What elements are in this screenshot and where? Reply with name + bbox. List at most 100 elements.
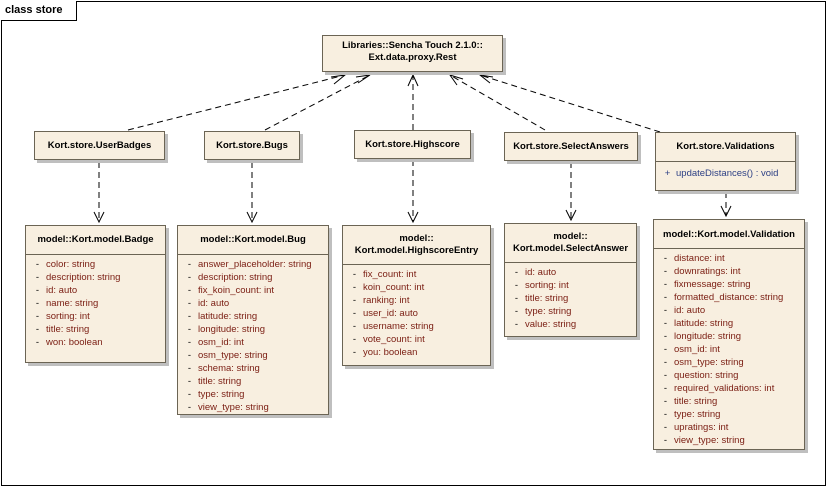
operation-text: updateDistances() : void xyxy=(676,168,779,179)
attribute-text: title: string xyxy=(525,293,569,304)
attribute-text: upratings: int xyxy=(674,422,729,433)
attribute-text: downratings: int xyxy=(674,266,741,277)
visibility-marker: - xyxy=(187,376,192,387)
attribute-text: required_validations: int xyxy=(674,383,775,394)
attribute-text: formatted_distance: string xyxy=(674,292,784,303)
visibility-marker: - xyxy=(187,324,192,335)
attribute-row: -osm_type: string xyxy=(654,356,804,369)
visibility-marker: - xyxy=(514,306,519,317)
attribute-text: osm_id: int xyxy=(674,344,720,355)
attribute-text: title: string xyxy=(674,396,718,407)
attribute-row: -sorting: int xyxy=(26,310,165,323)
visibility-marker: - xyxy=(35,311,40,322)
visibility-marker: - xyxy=(35,272,40,283)
visibility-marker: - xyxy=(663,357,668,368)
class-name: Kort.store.Highscore xyxy=(365,139,460,150)
attribute-row: -id: auto xyxy=(505,266,636,279)
class-name-line1: model:: xyxy=(399,233,434,244)
visibility-marker: - xyxy=(352,269,357,280)
attribute-row: -fixmessage: string xyxy=(654,278,804,291)
attribute-text: longitude: string xyxy=(674,331,742,342)
operations-compartment: + updateDistances() : void xyxy=(656,161,795,184)
class-model-selectanswer[interactable]: model:: Kort.model.SelectAnswer -id: aut… xyxy=(504,223,637,337)
attribute-row: -answer_placeholder: string xyxy=(178,258,328,271)
attribute-row: -ranking: int xyxy=(343,294,490,307)
attribute-text: koin_count: int xyxy=(363,282,425,293)
attribute-text: title: string xyxy=(198,376,242,387)
class-model-validation[interactable]: model::Kort.model.Validation -distance: … xyxy=(653,219,805,450)
attribute-text: view_type: string xyxy=(674,435,745,446)
edge-selectanswers-rest xyxy=(449,74,546,131)
visibility-marker: - xyxy=(187,402,192,413)
class-store-selectanswers[interactable]: Kort.store.SelectAnswers xyxy=(504,132,638,161)
visibility-marker: - xyxy=(352,347,357,358)
class-name-line1: model:: xyxy=(553,231,588,242)
attribute-text: latitude: string xyxy=(674,318,734,329)
visibility-marker: - xyxy=(663,292,668,303)
attribute-text: username: string xyxy=(363,321,434,332)
attribute-row: -schema: string xyxy=(178,362,328,375)
attribute-row: -vote_count: int xyxy=(343,333,490,346)
class-store-highscore[interactable]: Kort.store.Highscore xyxy=(354,130,471,159)
operation-row: + updateDistances() : void xyxy=(656,167,795,180)
visibility-marker: - xyxy=(663,383,668,394)
attribute-row: -koin_count: int xyxy=(343,281,490,294)
class-name: model::Kort.model.Badge xyxy=(37,234,154,245)
class-name: Kort.store.Validations xyxy=(676,141,775,152)
class-store-userbadges[interactable]: Kort.store.UserBadges xyxy=(34,131,165,160)
attribute-text: schema: string xyxy=(198,363,260,374)
visibility-marker: - xyxy=(514,280,519,291)
attribute-row: -latitude: string xyxy=(178,310,328,323)
attribute-row: -osm_id: int xyxy=(178,336,328,349)
visibility-marker: - xyxy=(187,298,192,309)
attributes-compartment: -answer_placeholder: string -description… xyxy=(178,254,328,418)
arrowhead xyxy=(478,74,494,84)
visibility-marker: - xyxy=(352,334,357,345)
attributes-compartment: -fix_count: int -koin_count: int -rankin… xyxy=(343,264,490,363)
class-ext-data-proxy-rest[interactable]: Libraries::Sencha Touch 2.1.0:: Ext.data… xyxy=(322,35,503,72)
visibility-marker: - xyxy=(663,318,668,329)
class-model-highscoreentry[interactable]: model:: Kort.model.HighscoreEntry -fix_c… xyxy=(342,225,491,366)
visibility-marker: - xyxy=(187,272,192,283)
arrowhead xyxy=(720,205,732,218)
attribute-row: -fix_count: int xyxy=(343,268,490,281)
visibility-marker: - xyxy=(663,279,668,290)
attribute-row: -upratings: int xyxy=(654,421,804,434)
attribute-row: -type: string xyxy=(505,305,636,318)
class-model-bug[interactable]: model::Kort.model.Bug -answer_placeholde… xyxy=(177,225,329,415)
visibility-marker: - xyxy=(352,308,357,319)
arrowhead xyxy=(355,74,371,84)
visibility-marker: - xyxy=(663,253,668,264)
attribute-text: distance: int xyxy=(674,253,725,264)
visibility-marker: - xyxy=(663,435,668,446)
frame-label: class store xyxy=(1,1,78,21)
attribute-row: -id: auto xyxy=(178,297,328,310)
attribute-text: view_type: string xyxy=(198,402,269,413)
attribute-row: -longitude: string xyxy=(654,330,804,343)
attribute-row: -title: string xyxy=(178,375,328,388)
attribute-text: won: boolean xyxy=(46,337,103,348)
attribute-row: -longitude: string xyxy=(178,323,328,336)
arrowhead xyxy=(448,74,464,86)
visibility-marker: - xyxy=(187,350,192,361)
visibility-marker: - xyxy=(35,324,40,335)
attribute-text: osm_id: int xyxy=(198,337,244,348)
class-model-badge[interactable]: model::Kort.model.Badge -color: string -… xyxy=(25,225,166,363)
class-store-bugs[interactable]: Kort.store.Bugs xyxy=(204,131,300,160)
attribute-row: -type: string xyxy=(178,388,328,401)
attribute-text: sorting: int xyxy=(525,280,569,291)
attribute-row: -title: string xyxy=(505,292,636,305)
attribute-row: -type: string xyxy=(654,408,804,421)
visibility-marker: - xyxy=(187,389,192,400)
visibility-marker: - xyxy=(35,259,40,270)
attribute-row: -distance: int xyxy=(654,252,804,265)
attribute-row: -username: string xyxy=(343,320,490,333)
class-store-validations[interactable]: Kort.store.Validations + updateDistances… xyxy=(655,132,796,191)
attribute-row: -downratings: int xyxy=(654,265,804,278)
attribute-row: -fix_koin_count: int xyxy=(178,284,328,297)
attribute-text: type: string xyxy=(525,306,572,317)
attribute-text: osm_type: string xyxy=(198,350,268,361)
edge-validations-rest xyxy=(479,74,661,133)
attribute-row: -formatted_distance: string xyxy=(654,291,804,304)
visibility-marker: + xyxy=(664,168,671,179)
